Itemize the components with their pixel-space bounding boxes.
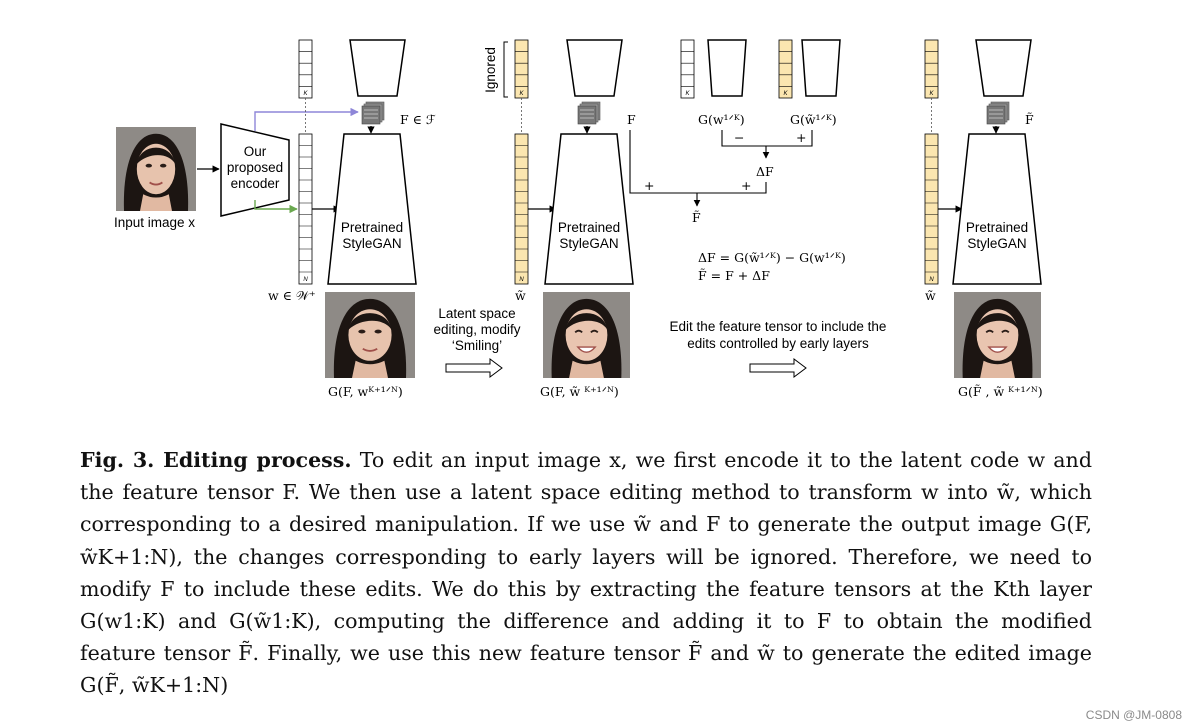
watermark: CSDN @JM-0808 <box>1085 708 1182 722</box>
output-image-3 <box>953 291 1042 379</box>
ignored-label: Ignored <box>483 47 498 93</box>
plus-sign-3: + <box>741 178 751 193</box>
input-image-label: Input image x <box>114 215 195 230</box>
svg-text:K: K <box>519 91 524 97</box>
arrow-feature-edit <box>749 358 807 378</box>
stylegan-early-layers-3 <box>707 39 747 97</box>
svg-text:Pretrained: Pretrained <box>966 220 1028 235</box>
editing-process-figure: Input image x Our proposed encoder K N w… <box>114 39 1043 399</box>
output-image-1 <box>324 291 416 379</box>
stylegan-early-layers-4 <box>801 39 841 97</box>
latent-vector-w-tilde-K: K <box>778 39 793 99</box>
svg-text:K: K <box>685 91 690 97</box>
F-tilde-label-right: F̃ <box>1025 112 1034 127</box>
stylegan-block-3: Pretrained StyleGAN <box>952 133 1042 285</box>
arrow-latent-edit <box>445 358 503 378</box>
feature-edit-text-1: Edit the feature tensor to include the <box>670 319 887 334</box>
svg-text:N: N <box>929 277 934 283</box>
caption-text: To edit an input image x, we first encod… <box>80 448 1093 698</box>
F-set-label: F ∈ ℱ <box>400 112 436 127</box>
delta-F-label: ΔF <box>756 164 774 179</box>
latent-edit-text-1: Latent space <box>438 306 515 321</box>
feature-map-2 <box>577 101 601 125</box>
latent-vector-w-tilde-top-2: K <box>924 39 939 99</box>
svg-text:K: K <box>783 91 788 97</box>
feature-map-1 <box>361 101 385 125</box>
svg-text:Pretrained: Pretrained <box>558 220 620 235</box>
stylegan-early-layers-1 <box>349 39 406 97</box>
figure-caption: Fig. 3. Editing process. To edit an inpu… <box>80 444 1092 702</box>
output-image-2 <box>542 291 631 379</box>
equation-delta-F: ΔF = G(w̃¹ᐟᴷ) − G(w¹ᐟᴷ) <box>698 250 846 265</box>
output-3-label: G(F̃ , w̃ ᴷ⁺¹ᐟᴺ) <box>958 384 1043 399</box>
svg-text:N: N <box>519 277 524 283</box>
output-1-label: G(F, wᴷ⁺¹ᐟᴺ) <box>328 384 403 399</box>
svg-text:K: K <box>303 91 308 97</box>
G-w-tilde-K-label: G(w̃¹ᐟᴷ) <box>790 112 837 127</box>
caption-title: Fig. 3. Editing process. <box>80 448 352 472</box>
svg-text:StyleGAN: StyleGAN <box>559 236 618 251</box>
latent-vector-w-bottom: N <box>298 133 313 285</box>
feature-edit-text-2: edits controlled by early layers <box>687 336 869 351</box>
svg-text:StyleGAN: StyleGAN <box>967 236 1026 251</box>
latent-vector-w-top: K <box>298 39 313 99</box>
stylegan-block-1: Pretrained StyleGAN <box>327 133 417 285</box>
feature-map-3 <box>986 101 1010 125</box>
latent-vector-w-K: K <box>680 39 695 99</box>
plus-sign-2: + <box>644 178 654 193</box>
stylegan-early-layers-2 <box>566 39 623 97</box>
stylegan-block-2: Pretrained StyleGAN <box>544 133 634 285</box>
encoder-label-2: proposed <box>227 160 283 175</box>
latent-vector-w-tilde-bottom: N <box>514 133 529 285</box>
input-image <box>115 126 197 212</box>
F-tilde-label-mid: F̃ <box>692 210 701 225</box>
output-2-label: G(F, w̃ ᴷ⁺¹ᐟᴺ) <box>540 384 619 399</box>
svg-text:K: K <box>929 91 934 97</box>
F-label: F <box>627 112 636 127</box>
latent-vector-w-tilde-top: K <box>514 39 529 99</box>
svg-text:StyleGAN: StyleGAN <box>342 236 401 251</box>
stylegan-early-layers-5 <box>975 39 1032 97</box>
w-tilde-label-2: w̃ <box>925 288 936 303</box>
latent-edit-text-3: ‘Smiling’ <box>452 338 502 353</box>
w-space-label: w ∈ 𝒲⁺ <box>268 288 316 303</box>
encoder-label-3: encoder <box>231 176 280 191</box>
equation-F-tilde: F̃ = F + ΔF <box>698 268 770 283</box>
plus-sign-1: + <box>796 130 806 145</box>
svg-text:Pretrained: Pretrained <box>341 220 403 235</box>
latent-edit-text-2: editing, modify <box>433 322 520 337</box>
encoder-block: Our proposed encoder <box>220 123 290 217</box>
svg-text:N: N <box>303 277 308 283</box>
minus-sign: − <box>734 130 744 145</box>
encoder-label-1: Our <box>244 144 267 159</box>
G-w-K-label: G(w¹ᐟᴷ) <box>698 112 745 127</box>
w-tilde-label-1: w̃ <box>515 288 526 303</box>
latent-vector-w-tilde-bottom-2: N <box>924 133 939 285</box>
